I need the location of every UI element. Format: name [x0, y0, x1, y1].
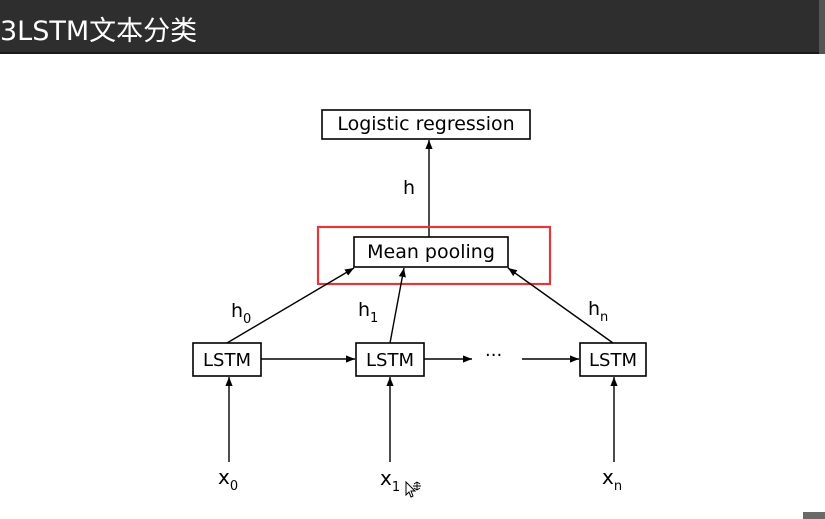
move-cursor-icon: [405, 480, 421, 498]
mean-pooling-node: Mean pooling: [353, 236, 509, 268]
hidden-label-1-sub: 1: [370, 311, 378, 326]
input-label-1-base: x: [380, 466, 392, 490]
lstm-label-1: LSTM: [366, 350, 414, 371]
hidden-label-1-base: h: [358, 299, 370, 321]
input-label-0-sub: 0: [230, 479, 238, 494]
lstm-label-n: LSTM: [589, 350, 637, 371]
arrow-lstmn-to-pool: [507, 267, 614, 344]
input-label-n-base: x: [602, 465, 614, 489]
ellipsis-label: ···: [485, 345, 502, 366]
hidden-label-n-base: h: [588, 298, 600, 320]
h-label: h: [403, 177, 415, 199]
title-bar: 3LSTM文本分类: [0, 0, 825, 54]
input-label-1-sub: 1: [392, 480, 400, 495]
input-label-0: x0: [218, 465, 238, 494]
scrollbar[interactable]: [819, 0, 825, 54]
mean-pooling-label: Mean pooling: [367, 241, 495, 263]
input-label-1: x1: [380, 466, 400, 495]
hidden-label-0-base: h: [231, 300, 243, 322]
mean-pooling-highlight: [316, 225, 552, 286]
input-label-0-base: x: [218, 465, 230, 489]
arrow-lstm0-to-pool: [226, 267, 355, 344]
lstm-node-0: LSTM: [192, 342, 262, 377]
hidden-label-0: h0: [231, 300, 251, 327]
slide-title: 3LSTM文本分类: [0, 16, 198, 47]
hidden-label-n-sub: n: [600, 310, 608, 325]
logistic-regression-label: Logistic regression: [337, 113, 514, 135]
bottom-scrollbar[interactable]: [803, 512, 825, 519]
input-label-n-sub: n: [614, 479, 622, 494]
hidden-label-0-sub: 0: [243, 312, 251, 327]
lstm-label-0: LSTM: [203, 350, 251, 371]
hidden-label-n: hn: [588, 298, 608, 325]
input-label-n: xn: [602, 465, 622, 494]
arrow-lstm1-to-pool: [389, 267, 406, 344]
lstm-node-n: LSTM: [579, 342, 647, 377]
logistic-regression-node: Logistic regression: [321, 109, 531, 140]
hidden-label-1: h1: [358, 299, 378, 326]
lstm-node-1: LSTM: [355, 342, 425, 377]
